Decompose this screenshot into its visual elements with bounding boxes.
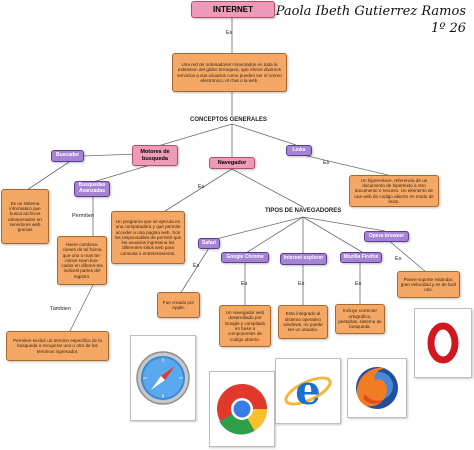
node-busquedas-definition: Hacer combina-ciones de tal forma que un…	[57, 236, 107, 285]
author-name: Paola Ibeth Gutierrez Ramos	[275, 4, 466, 19]
node-links: Links	[286, 145, 312, 156]
label-tambien: Tambien	[50, 306, 71, 312]
label-permiten: Permiten	[72, 213, 95, 219]
internet-explorer-logo-icon: e	[284, 367, 332, 414]
label-es: Es	[198, 184, 205, 190]
node-links-definition: Un hiperenlace, referencia de un documen…	[349, 175, 439, 207]
label-es: Es	[355, 281, 362, 287]
label-es: Es	[298, 281, 305, 287]
node-opera-definition: Posee soporte estandar, gran velocidad y…	[397, 271, 460, 298]
node-internet: INTERNET	[191, 1, 275, 18]
node-buscador-definition: Es un sistema informatico que busca arch…	[1, 189, 49, 244]
svg-text:e: e	[295, 367, 320, 414]
node-mozilla-firefox: Mozilla Firefox	[340, 252, 382, 263]
explorer-icon-frame: e	[275, 358, 341, 424]
label-es: Es	[193, 263, 200, 269]
label-es: Es	[226, 30, 233, 36]
node-explorer-definition: Esta integrado al sistema operativo wind…	[278, 305, 328, 339]
firefox-icon-frame	[347, 358, 407, 418]
node-firefox-definition: Incluye corrector ortografico, pestañas,…	[335, 304, 385, 334]
opera-icon-frame	[414, 308, 472, 378]
node-opera-browser: Opera browser	[364, 231, 409, 242]
safari-compass-icon	[136, 351, 190, 405]
safari-icon-frame	[130, 335, 196, 421]
node-chrome-definition: Un navegador web desarrollado por Google…	[219, 305, 271, 347]
node-internet-definition: Una red de ordenadores conectados en tod…	[172, 53, 287, 92]
header-tipos-de-navegadores: TIPOS DE NAVEGADORES	[265, 208, 342, 214]
opera-logo-icon	[427, 322, 459, 364]
node-safari: Safari	[198, 238, 220, 249]
header-conceptos-generales: CONCEPTOS GENERALES	[190, 117, 267, 123]
label-es: Es	[323, 160, 330, 166]
node-safari-definition: Fue creado por Apple.	[157, 292, 200, 318]
node-navegador-definition: Un programa que se ejecuta en una comput…	[111, 211, 185, 264]
label-es: Es	[395, 256, 402, 262]
node-navegador: Navegador	[209, 157, 255, 169]
label-es: Es	[241, 281, 248, 287]
author-group: 1º 26	[430, 21, 466, 36]
firefox-logo-icon	[356, 367, 398, 409]
node-internet-explorer: Internet explorer	[280, 253, 327, 265]
node-buscador: Buscador	[51, 150, 84, 162]
node-motores-de-busqueda: Motores de busqueda	[132, 145, 178, 166]
chrome-logo-icon	[217, 384, 268, 435]
chrome-icon-frame	[209, 371, 275, 447]
node-google-chrome: Google Chrome	[221, 252, 269, 263]
node-busquedas-avanzadas: Busquedas Avanzadas	[74, 181, 110, 197]
node-tambien-definition: Permiten excluir un termino especifico d…	[6, 331, 109, 361]
